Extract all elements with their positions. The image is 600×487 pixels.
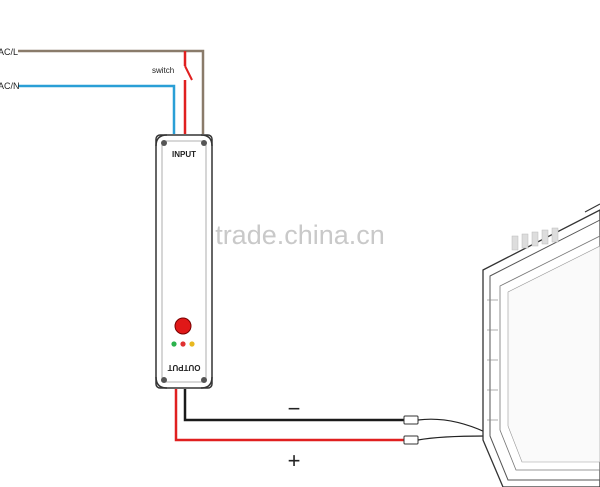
ac-live-wire bbox=[18, 49, 205, 134]
ac-neutral-wire bbox=[18, 84, 176, 134]
led-green bbox=[171, 341, 177, 347]
switch-label: switch bbox=[152, 66, 174, 75]
led-yellow bbox=[189, 341, 195, 347]
output-wiring: − + bbox=[174, 389, 486, 473]
corner-mount-top bbox=[155, 134, 213, 147]
ac-neutral-label: AC/N bbox=[0, 81, 20, 91]
led-red bbox=[180, 341, 186, 347]
output-label: OUTPUT bbox=[167, 363, 200, 372]
output-positive-wire bbox=[174, 389, 404, 442]
led-panel bbox=[482, 203, 600, 487]
ac-live-label: AC/L bbox=[0, 47, 18, 57]
positive-connector bbox=[403, 435, 419, 445]
plus-sign: + bbox=[288, 448, 301, 473]
negative-connector bbox=[403, 415, 419, 425]
switch-symbol bbox=[184, 65, 193, 81]
input-wiring bbox=[18, 49, 205, 134]
led-driver: INPUT OUTPUT bbox=[155, 134, 213, 389]
input-label: INPUT bbox=[172, 150, 196, 159]
driver-body bbox=[155, 134, 213, 389]
output-negative-wire bbox=[183, 389, 404, 422]
watermark-text: trade.china.cn bbox=[215, 220, 385, 250]
minus-sign: − bbox=[288, 396, 301, 421]
corner-mount-bottom bbox=[155, 376, 213, 389]
reset-button bbox=[174, 317, 192, 335]
